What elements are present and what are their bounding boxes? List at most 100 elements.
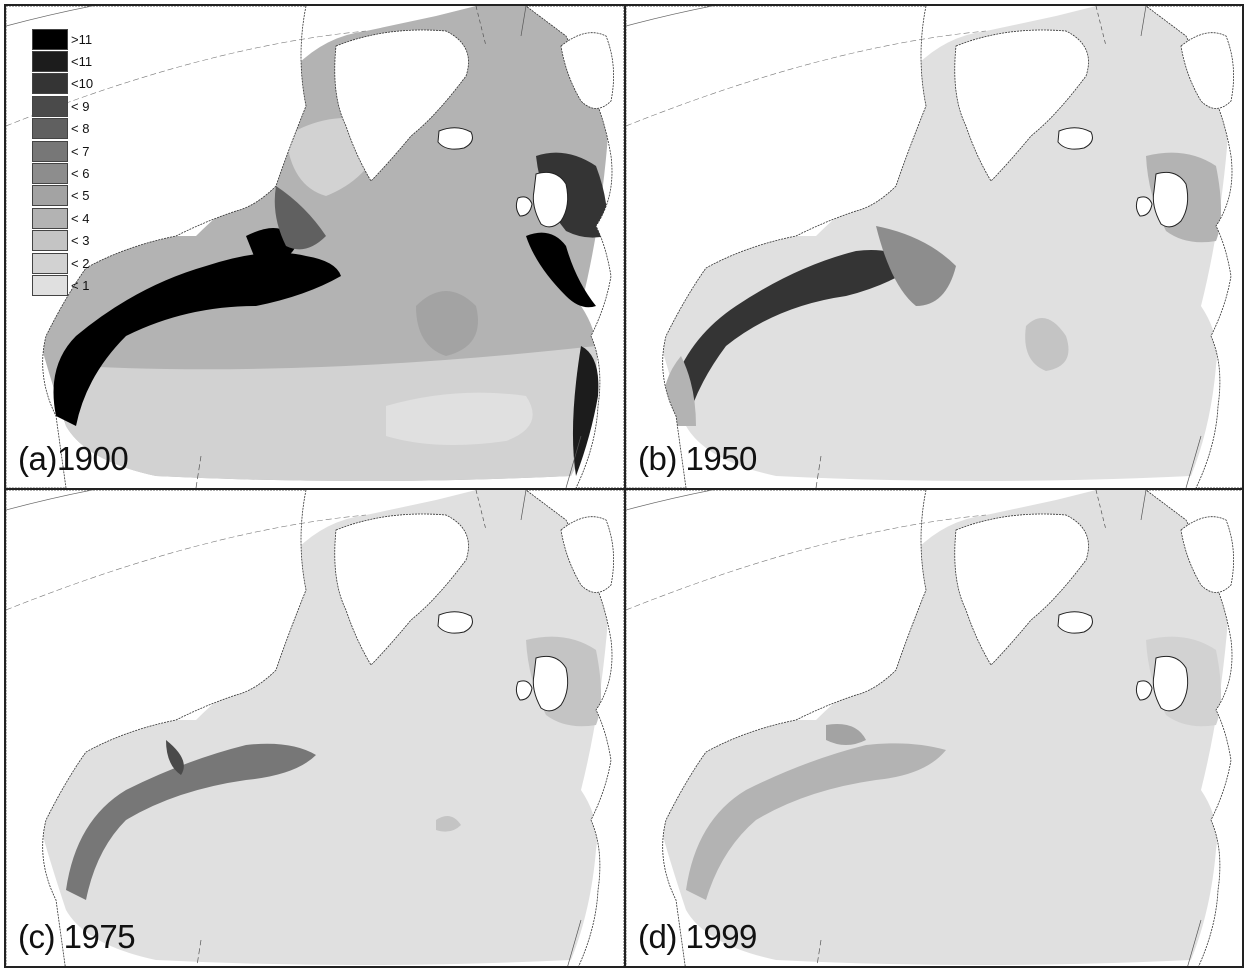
legend-item: < 5: [32, 185, 93, 207]
panel-label-c: (c) 1975: [18, 918, 136, 955]
legend-item: < 3: [32, 230, 93, 252]
iceland-land: [1057, 127, 1093, 150]
map-a-svg: [6, 6, 624, 488]
map-panel-d: (d) 1999: [624, 488, 1244, 968]
legend-label: < 9: [71, 98, 90, 114]
north-america-land: [6, 490, 307, 966]
legend-label: <11: [71, 54, 93, 70]
legend-label: < 8: [71, 121, 90, 137]
legend-label: < 1: [71, 277, 90, 293]
legend-label: < 6: [71, 166, 90, 182]
us-coast-high-zone: [53, 252, 341, 426]
map-panel-b: (b) 1950: [624, 4, 1244, 490]
legend-label: < 3: [71, 233, 90, 249]
graticule-line: [6, 514, 367, 611]
map-legend: >11 <11 <10 < 9 < 8 < 7 < 6 < 5 < 4 < 3 < 2 < 1: [32, 28, 93, 297]
us-coast-zone: [66, 743, 316, 900]
shelf-zone: [274, 186, 326, 250]
legend-item: < 1: [32, 274, 93, 296]
legend-swatch: [32, 140, 68, 162]
mid-atlantic-zone: [436, 816, 461, 832]
legend-label: < 5: [71, 188, 90, 204]
iceland-land: [1057, 611, 1093, 634]
legend-swatch: [32, 51, 68, 73]
great-britain-land: [1152, 171, 1189, 228]
legend-label: < 7: [71, 143, 90, 159]
north-america-land: [626, 6, 927, 488]
european-coast-high-zone: [526, 232, 596, 308]
legend-swatch: [32, 252, 68, 274]
legend-item: <10: [32, 73, 93, 95]
greenland-land: [334, 29, 469, 182]
legend-swatch: [32, 274, 68, 296]
graticule-line: [6, 6, 624, 27]
graticule-line: [1140, 6, 1147, 37]
legend-item: < 9: [32, 95, 93, 117]
graticule-line: [1140, 490, 1147, 521]
graticule-line: [626, 514, 987, 611]
ireland-land: [515, 196, 533, 217]
panel-label-d: (d) 1999: [638, 918, 757, 955]
legend-item: < 7: [32, 140, 93, 162]
ocean-region: [646, 490, 1231, 965]
southern-band: [62, 346, 597, 481]
legend-swatch: [32, 185, 68, 207]
mid-atlantic-zone: [1025, 318, 1069, 371]
graticule-line: [626, 490, 715, 511]
graticule-line: [567, 919, 582, 966]
legend-label: < 4: [71, 210, 90, 226]
us-coast-zone: [666, 250, 916, 426]
scandinavia-land: [1180, 32, 1234, 109]
iberia-coast-zone: [572, 346, 599, 476]
legend-item: < 6: [32, 162, 93, 185]
legend-item: < 8: [32, 118, 93, 140]
scandinavia-land: [560, 32, 614, 109]
ocean-region: [646, 6, 1231, 481]
greenland-land: [334, 513, 469, 666]
graticule-line: [195, 455, 202, 488]
legend-label: >11: [71, 31, 93, 47]
gulf-of-maine-zone: [826, 724, 866, 745]
scandinavia-land: [1180, 516, 1234, 593]
legend-label: < 2: [71, 255, 90, 271]
us-coast-zone: [686, 743, 946, 900]
legend-item: < 2: [32, 252, 93, 274]
mid-atlantic-zone: [416, 291, 478, 356]
graticule-line: [520, 6, 527, 37]
legend-item: >11: [32, 28, 93, 50]
ireland-land: [515, 680, 533, 701]
greenland-land: [954, 29, 1089, 182]
map-d-svg: [626, 490, 1242, 966]
north-america-land: [6, 6, 307, 488]
graticule-line: [1187, 919, 1202, 966]
graticule-line: [626, 30, 987, 127]
ireland-land: [1135, 680, 1153, 701]
great-britain-land: [532, 171, 569, 228]
legend-swatch: [32, 28, 68, 50]
map-c-svg: [6, 490, 624, 966]
legend-swatch: [32, 230, 68, 252]
graticule-line: [815, 455, 822, 488]
panel-label-b: (b) 1950: [638, 440, 757, 477]
panel-label-a: (a)1900: [18, 440, 129, 477]
graticule-line: [6, 490, 624, 511]
legend-item: <11: [32, 50, 93, 73]
legend-swatch: [32, 73, 68, 95]
iceland-land: [437, 611, 473, 634]
ocean-region: [26, 490, 611, 965]
graticule-line: [520, 490, 527, 521]
scandinavia-land: [560, 516, 614, 593]
legend-item: < 4: [32, 207, 93, 229]
graticule-line: [1185, 435, 1202, 488]
legend-label: <10: [71, 76, 94, 92]
low-zone: [386, 392, 533, 445]
great-britain-land: [1152, 655, 1189, 712]
legend-swatch: [32, 95, 68, 117]
graticule-line: [565, 435, 582, 488]
greenland-land: [954, 513, 1089, 666]
ireland-land: [1135, 196, 1153, 217]
great-britain-land: [532, 655, 569, 712]
gulf-of-maine-zone: [166, 740, 184, 775]
map-panel-c: (c) 1975: [4, 488, 626, 968]
